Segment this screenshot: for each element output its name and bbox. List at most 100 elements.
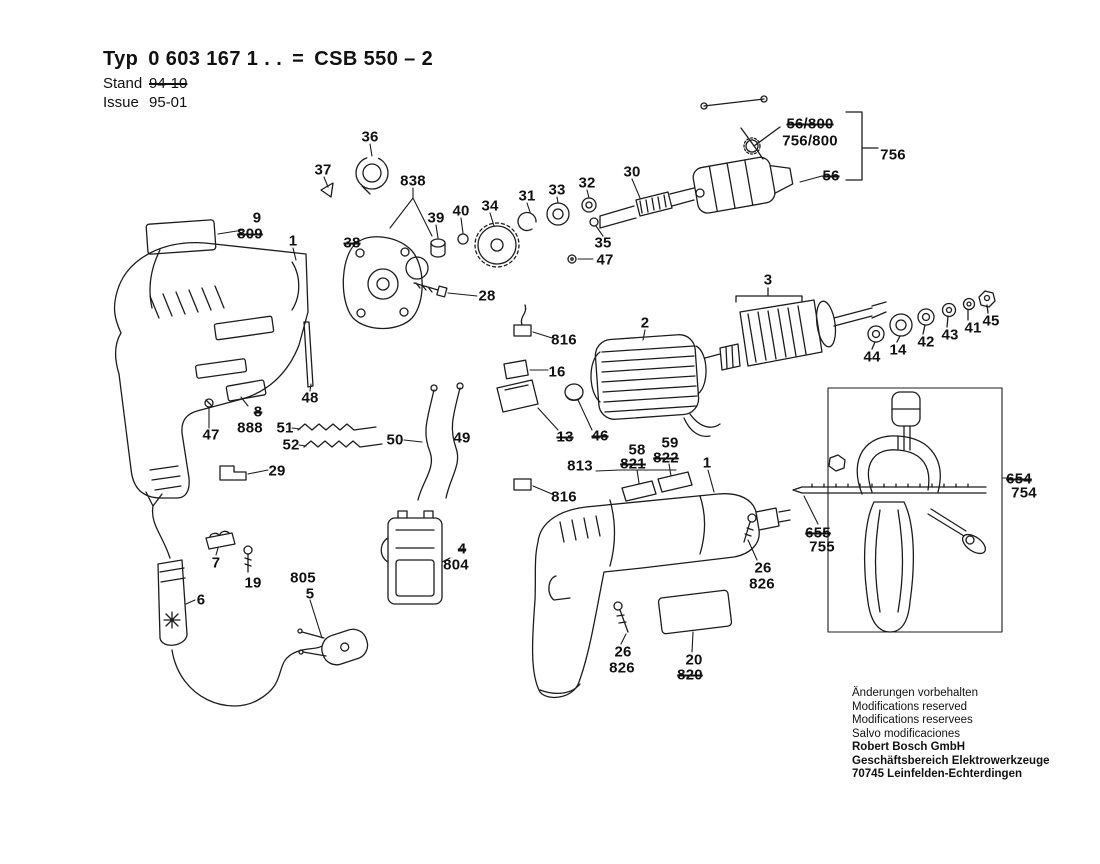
leader-lines <box>185 143 1011 653</box>
part-label-47: 47 <box>202 426 220 444</box>
equals-sign: = <box>292 48 305 70</box>
part-label-16: 16 <box>548 363 566 381</box>
part-label-756: 756 <box>880 146 906 164</box>
part-label-48: 48 <box>301 389 319 407</box>
part-label-6: 6 <box>196 591 206 609</box>
part-label-9: 9 <box>252 209 262 227</box>
part-label-14: 14 <box>889 341 907 359</box>
part-label-26: 26 <box>614 643 632 661</box>
part-label-1: 1 <box>702 454 712 472</box>
issue-label: Issue <box>103 93 139 111</box>
manufacturer-block: Änderungen vorbehalten Modifications res… <box>852 687 1050 782</box>
part-label-5: 5 <box>305 585 315 603</box>
part-label-40: 40 <box>452 202 470 220</box>
part-label-28: 28 <box>478 287 496 305</box>
part-label-34: 34 <box>481 197 499 215</box>
stand-line: Stand 94-10 <box>103 75 433 94</box>
part-label-7: 7 <box>211 554 221 572</box>
part-label-43: 43 <box>941 326 959 344</box>
switch-assembly <box>205 510 443 605</box>
part-label-30: 30 <box>623 163 641 181</box>
stand-value: 94-10 <box>149 75 188 92</box>
part-label-20: 20 <box>685 651 703 669</box>
type-label: Typ <box>103 48 139 70</box>
part-label-47: 47 <box>596 251 614 269</box>
motor-housing-left <box>113 242 309 499</box>
auxiliary-handle-assembly <box>792 387 1003 633</box>
part-label-32: 32 <box>578 174 596 192</box>
company-address: 70745 Leinfelden-Echterdingen <box>852 768 1022 781</box>
part-label-44: 44 <box>863 348 881 366</box>
type-number: 0 603 167 1 . . <box>148 48 283 70</box>
part-label-37: 37 <box>314 161 332 179</box>
suppressor-sleeve <box>145 491 188 646</box>
part-label-38: 38 <box>343 234 361 252</box>
page-title: Typ 0 603 167 1 . . = CSB 550 – 2 <box>103 48 433 71</box>
part-label-39: 39 <box>427 209 445 227</box>
part-label-45: 45 <box>982 312 1000 330</box>
part-label-58: 58 <box>628 441 646 459</box>
part-label-56: 56 <box>822 167 840 185</box>
brush-and-holder-parts <box>145 219 693 502</box>
part-label-755: 755 <box>809 538 835 556</box>
part-label-816: 816 <box>551 331 577 349</box>
part-label-756-800: 756/800 <box>782 132 838 150</box>
issue-value: 95-01 <box>149 93 188 111</box>
model-number: CSB 550 – 2 <box>314 48 434 70</box>
part-label-49: 49 <box>453 429 471 447</box>
part-label-56-800: 56/800 <box>786 115 834 133</box>
chuck-assembly <box>692 95 879 214</box>
notice-es: Salvo modificaciones <box>852 727 961 740</box>
part-label-809: 809 <box>237 225 263 243</box>
part-label-888: 888 <box>237 419 263 437</box>
part-label-29: 29 <box>268 462 286 480</box>
drill-body-right-view <box>531 493 791 699</box>
part-label-31: 31 <box>518 187 536 205</box>
part-label-826: 826 <box>749 575 775 593</box>
part-label-8: 8 <box>253 403 263 421</box>
part-label-826: 826 <box>609 659 635 677</box>
part-label-820: 820 <box>677 666 703 684</box>
part-label-2: 2 <box>640 314 650 332</box>
part-label-838: 838 <box>400 172 426 190</box>
part-label-51: 51 <box>276 419 294 437</box>
part-label-821: 821 <box>620 455 646 473</box>
part-label-36: 36 <box>361 128 379 146</box>
part-label-813: 813 <box>567 457 593 475</box>
part-label-822: 822 <box>653 449 679 467</box>
part-label-26: 26 <box>754 559 772 577</box>
stand-label: Stand <box>103 75 143 92</box>
spindle-gear-train <box>430 187 705 268</box>
power-cord-and-plug <box>171 628 369 707</box>
stator-field <box>590 334 721 438</box>
notice-de: Änderungen vorbehalten <box>852 687 978 699</box>
part-label-42: 42 <box>917 333 935 351</box>
part-label-19: 19 <box>244 574 262 592</box>
notice-en: Modifications reserved <box>852 700 968 713</box>
issue-line: Issue 95-01 <box>103 94 433 113</box>
part-label-13: 13 <box>556 428 574 446</box>
part-label-59: 59 <box>661 434 679 452</box>
company-name: Robert Bosch GmbH <box>852 741 966 754</box>
part-label-654: 654 <box>1006 470 1032 488</box>
title-block: Typ 0 603 167 1 . . = CSB 550 – 2 Stand 94-1… <box>103 48 433 113</box>
part-label-655: 655 <box>805 524 831 542</box>
gear-housing-assembly <box>320 156 448 330</box>
part-label-754: 754 <box>1011 484 1037 502</box>
part-label-50: 50 <box>386 431 404 449</box>
bearing-washer-set <box>867 290 996 350</box>
part-label-4: 4 <box>457 540 467 558</box>
part-label-3: 3 <box>763 271 773 289</box>
notice-fr: Modifications reservees <box>852 714 973 727</box>
part-label-1: 1 <box>288 232 298 250</box>
part-label-46: 46 <box>591 427 609 445</box>
part-label-816: 816 <box>551 488 577 506</box>
armature <box>704 287 887 371</box>
part-label-41: 41 <box>964 319 982 337</box>
part-label-52: 52 <box>282 436 300 454</box>
company-division: Geschäftsbereich Elektrowerkzeuge <box>852 754 1050 767</box>
part-label-33: 33 <box>548 181 566 199</box>
part-label-804: 804 <box>443 556 469 574</box>
